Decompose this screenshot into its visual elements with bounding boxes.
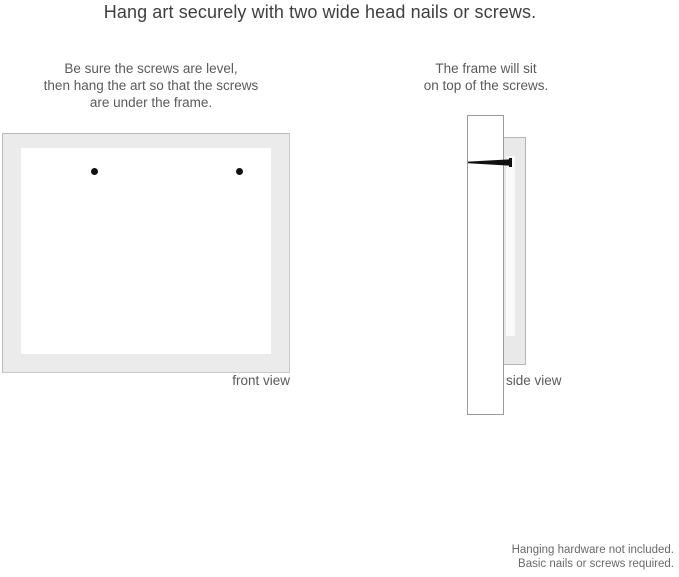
front-view-label: front view xyxy=(232,373,290,388)
front-view-caption-line-1: Be sure the screws are level, xyxy=(64,61,238,76)
front-view-caption: Be sure the screws are level, then hang … xyxy=(6,60,296,111)
nail-icon xyxy=(468,158,512,167)
footer-line-1: Hanging hardware not included. xyxy=(511,544,674,556)
front-view-caption-line-3: are under the frame. xyxy=(89,95,213,110)
side-view-frame-inner-band xyxy=(506,156,515,336)
side-view-label: side view xyxy=(506,373,562,388)
side-view-wall xyxy=(467,115,504,415)
page-title: Hang art securely with two wide head nai… xyxy=(103,2,537,22)
front-view-frame xyxy=(2,133,290,373)
front-view-artwork-area xyxy=(21,148,271,354)
front-view-caption-line-2: then hang the art so that the screws xyxy=(43,78,259,93)
side-view-caption-line-1: The frame will sit xyxy=(435,61,537,76)
side-view-frame-profile xyxy=(504,137,526,365)
footer-note: Hanging hardware not included. Basic nai… xyxy=(512,543,674,571)
footer-line-2: Basic nails or screws required. xyxy=(518,558,674,570)
side-view-caption-line-2: on top of the screws. xyxy=(423,78,549,93)
screw-dot-right-icon xyxy=(236,168,243,175)
side-view-caption: The frame will sit on top of the screws. xyxy=(396,60,576,94)
screw-dot-left-icon xyxy=(91,168,98,175)
